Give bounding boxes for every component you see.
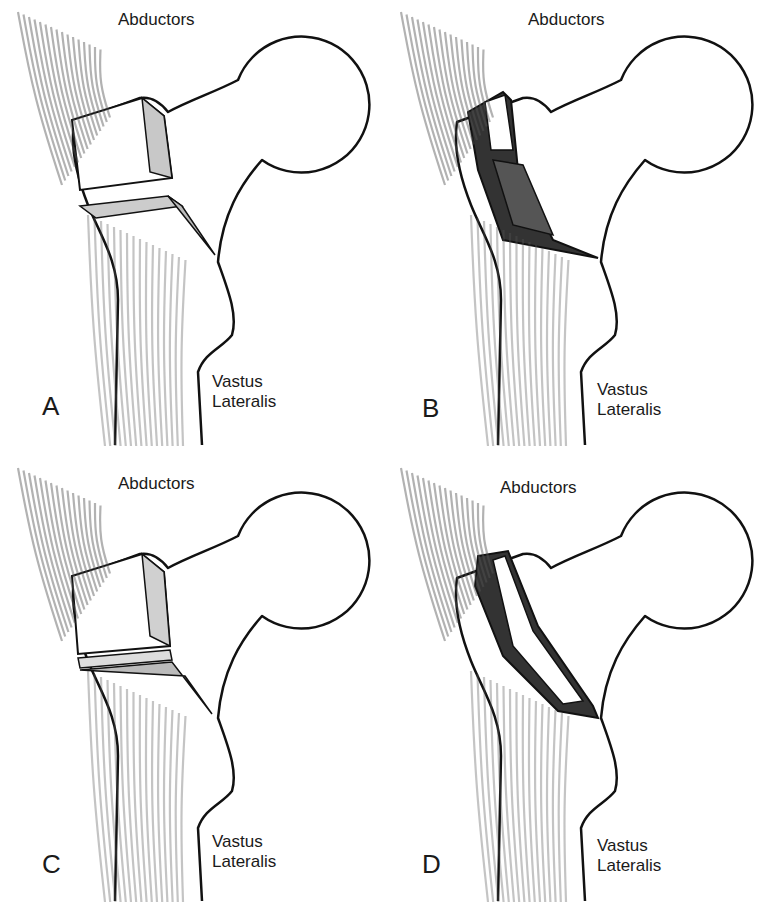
vastus-fibre bbox=[553, 710, 556, 902]
vastus-fibre bbox=[541, 704, 545, 902]
panel-letter: A bbox=[42, 392, 59, 422]
vastus-fibre bbox=[164, 251, 167, 446]
abductor-fibre bbox=[100, 50, 110, 118]
muscle-label: Vastus Lateralis bbox=[597, 836, 661, 875]
abductor-fibre bbox=[483, 506, 493, 574]
muscle-label: Abductors bbox=[118, 474, 195, 494]
vastus-fibre bbox=[170, 254, 173, 446]
vastus-fibre bbox=[529, 242, 535, 446]
vastus-fibre bbox=[529, 698, 535, 902]
vastus-fibre bbox=[146, 242, 152, 446]
vastus-fibre bbox=[553, 254, 556, 446]
panel-letter: C bbox=[42, 850, 61, 880]
panel-letter: B bbox=[422, 394, 439, 424]
vastus-fibre bbox=[564, 716, 568, 902]
femur-outline bbox=[73, 493, 369, 901]
panel-d bbox=[401, 468, 752, 902]
muscle-label: Vastus Lateralis bbox=[212, 372, 276, 411]
femur-outline bbox=[456, 37, 752, 445]
vastus-fibre bbox=[158, 248, 162, 446]
muscle-label: Vastus Lateralis bbox=[212, 832, 276, 871]
vastus-fibre bbox=[181, 260, 185, 446]
femur-outline bbox=[456, 493, 752, 901]
vastus-fibre bbox=[164, 707, 167, 902]
cut-facet bbox=[142, 98, 172, 178]
vastus-fibre bbox=[158, 704, 162, 902]
muscle-label: Abductors bbox=[500, 478, 577, 498]
cut-facet bbox=[168, 196, 215, 255]
vastus-fibre bbox=[559, 257, 562, 446]
vastus-fibre bbox=[547, 707, 550, 902]
muscle-label: Vastus Lateralis bbox=[597, 380, 661, 419]
vastus-fibre bbox=[547, 251, 550, 446]
cut-surface bbox=[80, 196, 182, 218]
cut-surface bbox=[493, 556, 583, 704]
vastus-fibre bbox=[146, 698, 152, 902]
vastus-fibre bbox=[152, 245, 157, 446]
cut-facet bbox=[142, 554, 170, 646]
panel-a bbox=[18, 12, 369, 446]
muscle-label: Abductors bbox=[118, 10, 195, 30]
vastus-fibre bbox=[170, 710, 173, 902]
vastus-fibre bbox=[176, 257, 179, 446]
cut-facet bbox=[493, 160, 553, 235]
vastus-fibre bbox=[152, 701, 157, 902]
abductor-fibre bbox=[100, 506, 110, 574]
panel-b bbox=[401, 12, 752, 446]
vastus-fibre bbox=[535, 245, 540, 446]
vastus-fibre bbox=[181, 716, 185, 902]
abductor-fibre bbox=[483, 50, 493, 118]
muscle-label: Abductors bbox=[528, 10, 605, 30]
osteotomy-slide bbox=[475, 551, 598, 718]
vastus-fibre bbox=[176, 713, 179, 902]
vastus-fibre bbox=[535, 701, 540, 902]
vastus-fibre bbox=[541, 248, 545, 446]
panel-c bbox=[18, 468, 369, 902]
vastus-fibre bbox=[564, 260, 568, 446]
panel-letter: D bbox=[422, 850, 441, 880]
femur-outline bbox=[73, 37, 369, 445]
vastus-fibre bbox=[559, 713, 562, 902]
